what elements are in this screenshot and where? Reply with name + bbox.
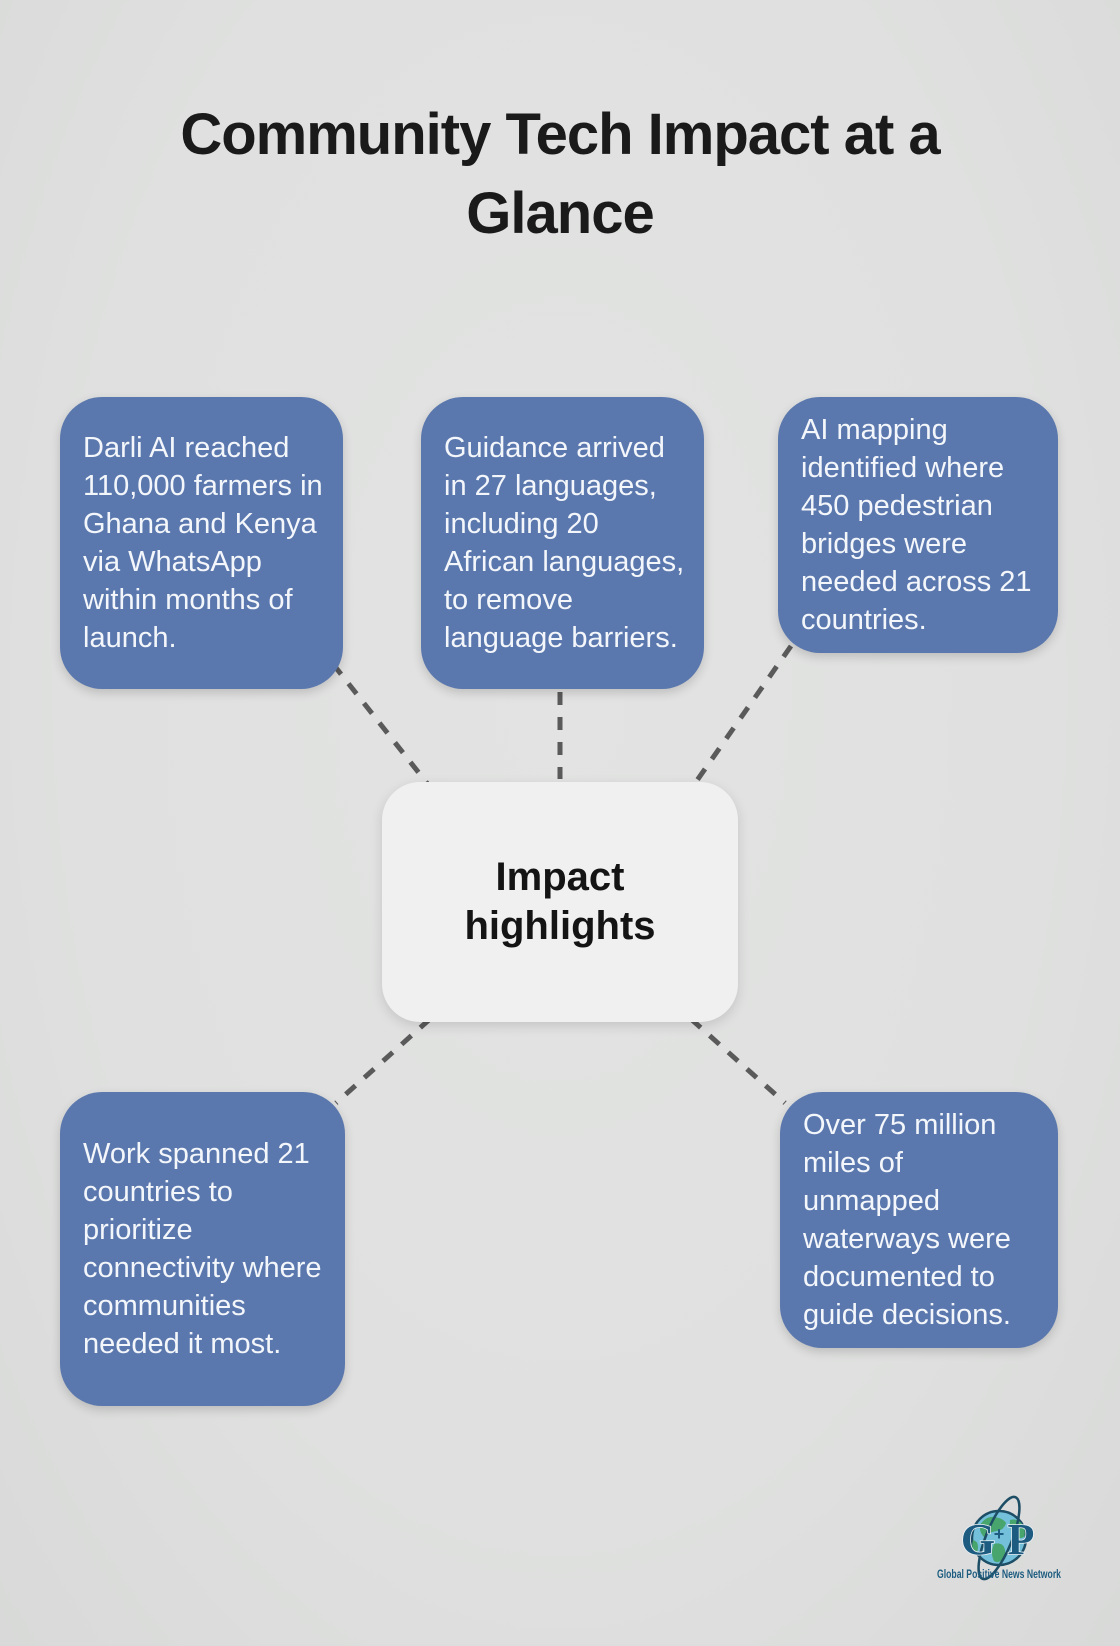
connector-topleft-icon bbox=[331, 662, 432, 789]
card-darli-ai-text: Darli AI reached 110,000 farmers in Ghan… bbox=[83, 432, 323, 654]
connector-bottomright-icon bbox=[689, 1017, 787, 1105]
orbit-icon bbox=[977, 1495, 1021, 1581]
gpnn-logo: G P + Global Positive News Network bbox=[937, 1495, 1061, 1581]
logo-letter-g: G bbox=[961, 1515, 995, 1564]
logo-caption: Global Positive News Network bbox=[937, 1567, 1061, 1581]
connector-bottomleft-icon bbox=[334, 1017, 432, 1105]
card-waterways: Over 75 million miles of unmapped waterw… bbox=[780, 1092, 1058, 1348]
center-node: Impact highlights bbox=[382, 782, 738, 1022]
center-node-label: Impact highlights bbox=[464, 854, 656, 948]
card-bridges: AI mapping identified where 450 pedestri… bbox=[778, 397, 1058, 653]
page-title: Community Tech Impact at a Glance bbox=[180, 102, 940, 246]
connector-topright-icon bbox=[688, 644, 794, 791]
card-bridges-text: AI mapping identified where 450 pedestri… bbox=[801, 414, 1032, 636]
card-darli-ai: Darli AI reached 110,000 farmers in Ghan… bbox=[60, 397, 343, 689]
card-languages: Guidance arrived in 27 languages, includ… bbox=[421, 397, 704, 689]
card-connectivity-text: Work spanned 21 countries to prioritize … bbox=[83, 1138, 322, 1360]
card-languages-text: Guidance arrived in 27 languages, includ… bbox=[444, 432, 685, 654]
logo-plus-icon: + bbox=[994, 1524, 1005, 1544]
card-waterways-text: Over 75 million miles of unmapped waterw… bbox=[803, 1109, 1011, 1331]
card-connectivity: Work spanned 21 countries to prioritize … bbox=[60, 1092, 345, 1406]
logo-letter-p: P bbox=[1008, 1515, 1035, 1564]
